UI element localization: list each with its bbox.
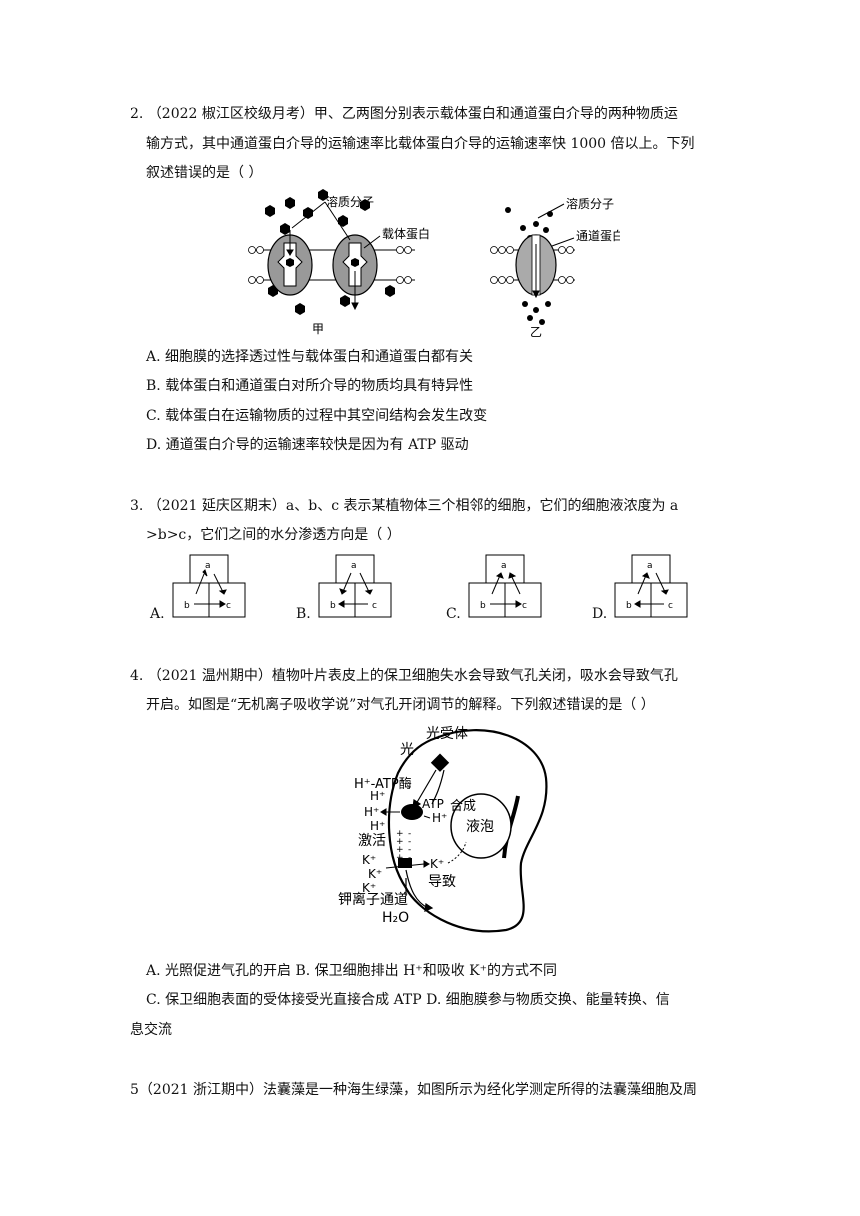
k-ion-3: K⁺ <box>362 881 376 895</box>
q4-options-ab: A. 光照促进气孔的开启 B. 保卫细胞排出 H⁺和吸收 K⁺的方式不同 <box>146 963 557 979</box>
q2-line1: 2. （2022 椒江区校级月考）甲、乙两图分别表示载体蛋白和通道蛋白介导的两种… <box>130 106 678 122</box>
svg-text:-: - <box>408 845 411 855</box>
water-label: H₂O <box>382 910 409 926</box>
lead-label: 导致 <box>428 874 456 890</box>
cell-c-label: c <box>226 601 231 611</box>
q4-line1: 4. （2021 温州期中）植物叶片表皮上的保卫细胞失水会导致气孔关闭，吸水会导… <box>130 668 678 684</box>
q2-line2: 输方式，其中通道蛋白介导的运输速率比载体蛋白介导的运输速率快 1000 倍以上。… <box>146 136 695 152</box>
cell-a-label: a <box>351 561 357 571</box>
cell-a-label: a <box>501 561 507 571</box>
q4-option-d-continued: 息交流 <box>130 1022 172 1038</box>
q2-fig-label-a: 甲 <box>312 322 324 336</box>
carrier-protein-diagram: 溶质分子 载体蛋白 甲 <box>248 189 430 336</box>
atp-label: ATP <box>422 797 444 811</box>
activate-label: 激活 <box>358 832 386 849</box>
cell-b-label: b <box>626 601 632 611</box>
q4-guard-cell-figure: 液泡 光 光受体 合成 H⁺-ATP酶 H⁺ H⁺ H⁺ ATP H⁺ ++++… <box>338 726 548 933</box>
cell-c-label: c <box>522 601 527 611</box>
q2-carrier-label: 载体蛋白 <box>382 226 430 241</box>
q4-line2: 开启。如图是“无机离子吸收学说”对气孔开闭调节的解释。下列叙述错误的是（ ） <box>146 697 655 713</box>
cell-a-label: a <box>205 561 211 571</box>
h-ion-4: H⁺ <box>432 811 447 825</box>
q2-channel-label: 通道蛋白 <box>576 228 620 243</box>
synth-label: 合成 <box>450 799 476 814</box>
cell-b-label: b <box>330 601 336 611</box>
h-ion-1: H⁺ <box>370 789 385 803</box>
q2-option-c: C. 载体蛋白在运输物质的过程中其空间结构会发生改变 <box>146 408 488 424</box>
q3-option-a-label: A. <box>150 606 165 622</box>
q5-line1: 5（2021 浙江期中）法囊藻是一种海生绿藻，如图所示为经化学测定所得的法囊藻细… <box>130 1082 697 1098</box>
cell-b-label: b <box>184 601 190 611</box>
vacuole-label: 液泡 <box>466 819 494 835</box>
k-channel-label: 钾离子通道 <box>338 891 408 908</box>
q3-line2: >b>c，它们之间的水分渗透方向是（ ） <box>146 527 401 543</box>
cell-c-label: c <box>668 601 673 611</box>
q2-option-b: B. 载体蛋白和通道蛋白对所介导的物质均具有特异性 <box>146 378 474 394</box>
cell-b-label: b <box>480 601 486 611</box>
h-ion-3: H⁺ <box>370 819 385 833</box>
k-ion-1: K⁺ <box>362 853 376 867</box>
k-ion-2: K⁺ <box>368 867 382 881</box>
q3-diagram-b: a b c <box>318 554 392 618</box>
q2-solute-label-a: 溶质分子 <box>326 194 374 209</box>
q2-option-a: A. 细胞膜的选择透过性与载体蛋白和通道蛋白都有关 <box>146 349 474 365</box>
photoreceptor-label: 光受体 <box>426 726 468 742</box>
q2-line3: 叙述错误的是（ ） <box>146 165 263 181</box>
svg-text:-: - <box>408 837 411 847</box>
svg-text:-: - <box>408 829 411 839</box>
q3-line1: 3. （2021 延庆区期末）a、b、c 表示某植物体三个相邻的细胞，它们的细胞… <box>130 498 679 514</box>
q3-option-d-label: D. <box>592 606 608 622</box>
q2-solute-label-b: 溶质分子 <box>566 196 614 211</box>
q4-options-cd: C. 保卫细胞表面的受体接受光直接合成 ATP D. 细胞膜参与物质交换、能量转… <box>146 992 670 1008</box>
atpase-marker <box>401 804 423 820</box>
cell-a-label: a <box>647 561 653 571</box>
channel-protein-diagram: 溶质分子 通道蛋白 乙 <box>490 196 620 338</box>
svg-text:+: + <box>396 845 404 855</box>
enzyme-label: H⁺-ATP酶 <box>354 776 412 792</box>
q3-option-b-label: B. <box>296 606 311 622</box>
q3-diagram-d: a b c <box>614 554 688 618</box>
h-ion-2: H⁺ <box>364 805 379 819</box>
q3-diagram-a: a b c <box>172 554 246 618</box>
q3-diagram-c: a b c <box>468 554 542 618</box>
q2-figure: 溶质分子 载体蛋白 甲 溶质分子 通道蛋白 乙 <box>248 189 620 338</box>
q2-option-d: D. 通道蛋白介导的运输速率较快是因为有 ATP 驱动 <box>146 437 469 453</box>
light-label: 光 <box>400 742 414 758</box>
q2-fig-label-b: 乙 <box>530 325 542 338</box>
svg-text:+: + <box>396 829 404 839</box>
k-channel-marker <box>398 858 412 868</box>
cell-c-label: c <box>372 601 377 611</box>
k-ion-4: K⁺ <box>430 857 444 871</box>
svg-text:+: + <box>396 837 404 847</box>
q3-option-c-label: C. <box>446 606 461 622</box>
